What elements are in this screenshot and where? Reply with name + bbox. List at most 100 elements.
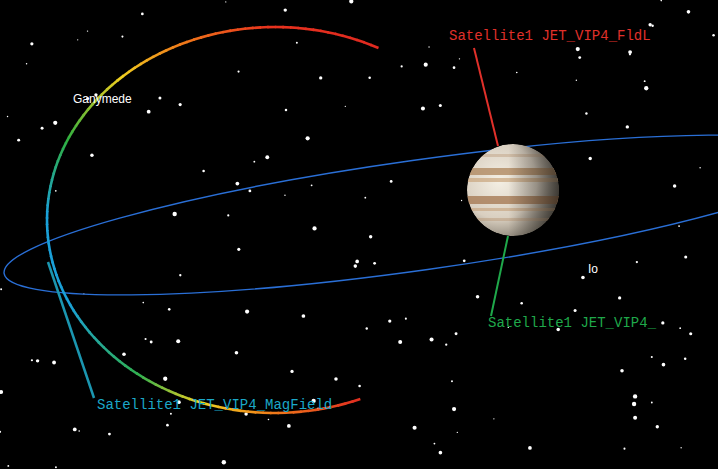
star [122, 352, 126, 356]
star [53, 121, 57, 125]
star [434, 443, 436, 445]
star [453, 66, 456, 69]
star [629, 53, 631, 55]
star [413, 426, 417, 430]
star [678, 225, 680, 227]
star [528, 446, 532, 450]
star [268, 419, 270, 421]
star [354, 264, 358, 268]
star [439, 104, 442, 107]
star [636, 261, 638, 263]
star [355, 260, 359, 264]
star [311, 184, 313, 186]
star [424, 63, 428, 67]
star [290, 370, 293, 373]
star [222, 460, 226, 464]
star [235, 182, 239, 186]
star [30, 42, 33, 45]
star [405, 318, 407, 320]
star [430, 338, 434, 342]
star [626, 125, 629, 128]
star [265, 155, 269, 159]
star [684, 255, 687, 258]
star [520, 302, 523, 305]
star [684, 357, 687, 360]
star [0, 288, 2, 290]
star [121, 36, 123, 38]
star [248, 189, 251, 192]
star [253, 161, 255, 163]
star [633, 416, 637, 420]
leader-line [48, 262, 94, 398]
star [306, 136, 310, 140]
star [73, 428, 77, 432]
star [142, 302, 144, 304]
star [108, 433, 111, 436]
star [225, 1, 226, 2]
star [576, 80, 577, 81]
star [334, 377, 338, 381]
star [712, 34, 715, 37]
field-line-segment [352, 399, 361, 402]
star [452, 407, 456, 411]
star [237, 70, 239, 72]
star [52, 361, 56, 365]
star [439, 451, 443, 455]
star [661, 321, 664, 324]
star [245, 310, 249, 314]
star [172, 212, 176, 216]
star [660, 0, 662, 1]
star [366, 327, 368, 329]
star [633, 394, 637, 398]
star [0, 431, 1, 433]
star [457, 432, 458, 433]
star [168, 308, 171, 311]
star [364, 197, 366, 199]
star [296, 42, 298, 44]
star [644, 80, 646, 82]
star [576, 47, 580, 51]
moon-label: Ganymede [73, 93, 132, 106]
star [145, 338, 147, 340]
star [680, 447, 681, 448]
star [373, 262, 376, 265]
star [227, 214, 229, 216]
star [662, 363, 666, 367]
star [401, 65, 403, 67]
star [390, 180, 393, 183]
star [476, 295, 480, 299]
star [618, 296, 621, 299]
leader-line [474, 48, 498, 146]
star [31, 359, 33, 361]
star [77, 39, 78, 40]
star [516, 72, 518, 74]
star [421, 107, 425, 111]
star [26, 63, 27, 64]
star [302, 314, 306, 318]
star [36, 359, 39, 362]
star [648, 23, 651, 26]
star [673, 184, 676, 187]
star [428, 46, 429, 47]
star [141, 13, 144, 16]
satellite-label: Satellite1 JET_VIP4_ [488, 316, 656, 331]
star [284, 8, 287, 11]
leader-line [491, 236, 508, 316]
star [358, 385, 361, 388]
star [78, 430, 80, 432]
star [699, 167, 700, 168]
star [7, 465, 9, 467]
star [459, 58, 460, 59]
star [41, 127, 44, 130]
star [445, 344, 447, 346]
star [581, 276, 585, 280]
star [285, 109, 287, 111]
star [623, 448, 625, 450]
star [87, 30, 88, 31]
star [679, 327, 681, 329]
satellite-label: Satellite1 JET_VIP4_FldL [449, 29, 651, 44]
star [574, 309, 577, 312]
star [585, 112, 587, 114]
io-orbit [0, 102, 718, 328]
